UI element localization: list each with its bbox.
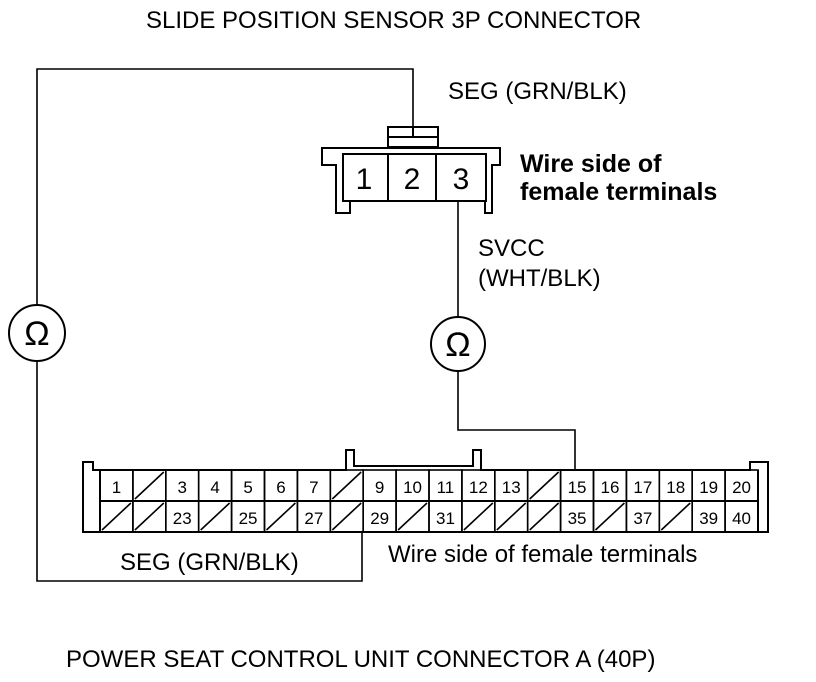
terminal-number-label: 27	[304, 509, 323, 528]
unused-cavity-slash	[463, 502, 494, 531]
wire-side-3p-line2: female terminals	[520, 178, 717, 206]
svcc-color-label: (WHT/BLK)	[478, 265, 601, 292]
terminal-number-label: 13	[502, 478, 521, 497]
svcc-wire-lower	[457, 371, 576, 470]
terminal-number-label: 25	[239, 509, 258, 528]
terminal-number-label: 6	[276, 478, 285, 497]
terminal-number-label: 20	[732, 478, 751, 497]
unused-cavity-slash	[397, 502, 428, 531]
terminal-number-label: 4	[210, 478, 219, 497]
svcc-label: SVCC	[478, 235, 545, 262]
terminal-number-label: 3	[178, 478, 187, 497]
terminal-number-label: 9	[375, 478, 384, 497]
unused-cavity-slash	[200, 502, 231, 531]
terminal-number-label: 29	[370, 509, 389, 528]
terminal-number-label: 15	[568, 478, 587, 497]
seg-top-label: SEG (GRN/BLK)	[448, 78, 627, 105]
terminal-number-label: 12	[469, 478, 488, 497]
ohmmeter-left: Ω	[8, 304, 66, 362]
unused-cavity-slash	[265, 502, 296, 531]
pin-3-label: 3	[453, 163, 470, 196]
bottom-title: POWER SEAT CONTROL UNIT CONNECTOR A (40P…	[66, 646, 655, 673]
terminal-number-label: 19	[699, 478, 718, 497]
unused-cavity-slash	[529, 502, 560, 531]
unused-cavity-slash	[134, 502, 165, 531]
unused-cavity-slash	[529, 471, 560, 500]
ohmmeter-right: Ω	[430, 316, 486, 372]
wire-side-3p-line1: Wire side of	[520, 150, 662, 178]
unused-cavity-slash	[134, 471, 165, 500]
terminal-number-label: 16	[600, 478, 619, 497]
ohm-icon: Ω	[24, 315, 49, 353]
terminal-number-label: 17	[633, 478, 652, 497]
terminal-number-label: 11	[437, 478, 455, 497]
terminal-number-label: 31	[436, 509, 455, 528]
terminal-number-label: 37	[633, 509, 652, 528]
top-title: SLIDE POSITION SENSOR 3P CONNECTOR	[146, 7, 641, 34]
terminal-number-label: 35	[568, 509, 587, 528]
terminal-number-label: 10	[403, 478, 422, 497]
terminal-number-label: 5	[243, 478, 252, 497]
connector-40p-cavity	[724, 500, 759, 533]
unused-cavity-slash	[101, 502, 132, 531]
unused-cavity-slash	[496, 502, 527, 531]
pin-2-label: 2	[404, 163, 421, 196]
unused-cavity-slash	[331, 471, 362, 500]
connector-3p-cavity-3	[435, 153, 487, 202]
unused-cavity-slash	[594, 502, 625, 531]
seg-bottom-label: SEG (GRN/BLK)	[120, 549, 299, 576]
seg-wire-lower	[36, 361, 363, 582]
terminal-number-label: 23	[173, 509, 192, 528]
unused-cavity-slash	[660, 502, 691, 531]
unused-cavity-slash	[331, 502, 362, 531]
terminal-number-label: 18	[666, 478, 685, 497]
terminal-number-label: 39	[699, 509, 718, 528]
wires	[36, 68, 576, 582]
seg-wire	[36, 68, 414, 305]
terminal-number-label: 40	[732, 509, 751, 528]
ohm-icon: Ω	[445, 326, 470, 364]
connector-3p	[321, 126, 501, 214]
wire-side-40p-label: Wire side of female terminals	[388, 541, 697, 568]
terminal-number-label: 7	[309, 478, 318, 497]
pin-1-label: 1	[356, 163, 373, 196]
terminal-number-label: 1	[112, 478, 121, 497]
